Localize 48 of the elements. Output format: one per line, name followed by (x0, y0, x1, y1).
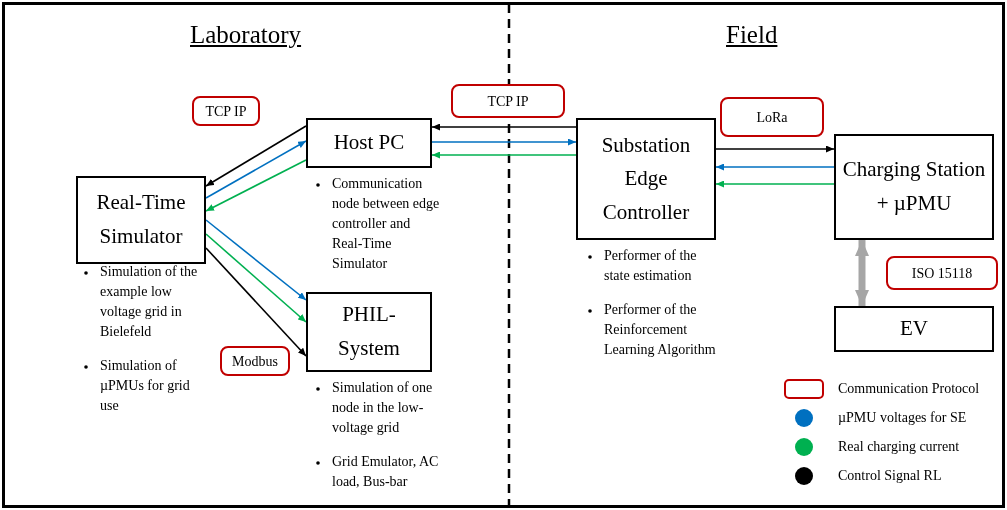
arrow (205, 247, 307, 357)
component-box (576, 118, 716, 240)
arrow (715, 163, 835, 171)
arrow (431, 123, 577, 131)
protocol-box (220, 346, 290, 376)
component-box (834, 306, 994, 352)
protocol-box (192, 96, 260, 126)
protocol-label: ISO 15118 (911, 264, 973, 283)
legend-label: Control Signal RL (838, 467, 942, 485)
component-box (76, 176, 206, 264)
protocol-label: Modbus (232, 352, 278, 371)
component-label: Real-Time Simulator (95, 189, 187, 250)
component-label: Charging Station + µPMU (841, 156, 987, 217)
component-box (306, 118, 432, 168)
bullet-note: Simulation of µPMUs for grid use (78, 356, 208, 416)
bullet-note: Communication node between edge controller and Real-Time Simulator (310, 174, 440, 274)
component-box (834, 134, 994, 240)
double-arrow (855, 240, 869, 306)
protocol-label: TCP IP (205, 102, 247, 121)
protocol-box (886, 256, 998, 290)
component-label: Host PC (333, 129, 405, 157)
component-label: EV (900, 315, 928, 343)
arrow (205, 140, 307, 199)
component-label: PHIL-System (337, 301, 401, 362)
component-label: Substation Edge Controller (600, 131, 692, 226)
bullet-note: Simulation of the example low voltage grid in Bielefeld (78, 262, 208, 342)
arrow (205, 125, 307, 187)
arrow (205, 219, 307, 301)
protocol-box (720, 97, 824, 137)
arrow (715, 180, 835, 188)
protocol-label: TCP IP (487, 92, 529, 111)
arrow (205, 159, 307, 212)
legend-label: Real charging current (838, 438, 960, 456)
arrow (431, 151, 577, 159)
component-box (306, 292, 432, 372)
bullet-note: Simulation of one node in the low-voltage grid (310, 378, 440, 438)
arrow (205, 233, 307, 323)
bullet-note: Performer of the Reinforcement Learning Algorithm (582, 300, 722, 360)
arrow (431, 138, 577, 146)
section-heading: Laboratory (190, 22, 302, 47)
protocol-label: LoRa (756, 108, 788, 127)
section-heading: Field (726, 22, 778, 47)
legend-label: µPMU voltages for SE (838, 409, 967, 427)
bullet-note: Performer of the state estimation (582, 246, 722, 286)
legend-label: Communication Protocol (838, 380, 980, 398)
protocol-box (451, 84, 565, 118)
bullet-note: Grid Emulator, AC load, Bus-bar (310, 452, 440, 492)
arrow (715, 145, 835, 153)
